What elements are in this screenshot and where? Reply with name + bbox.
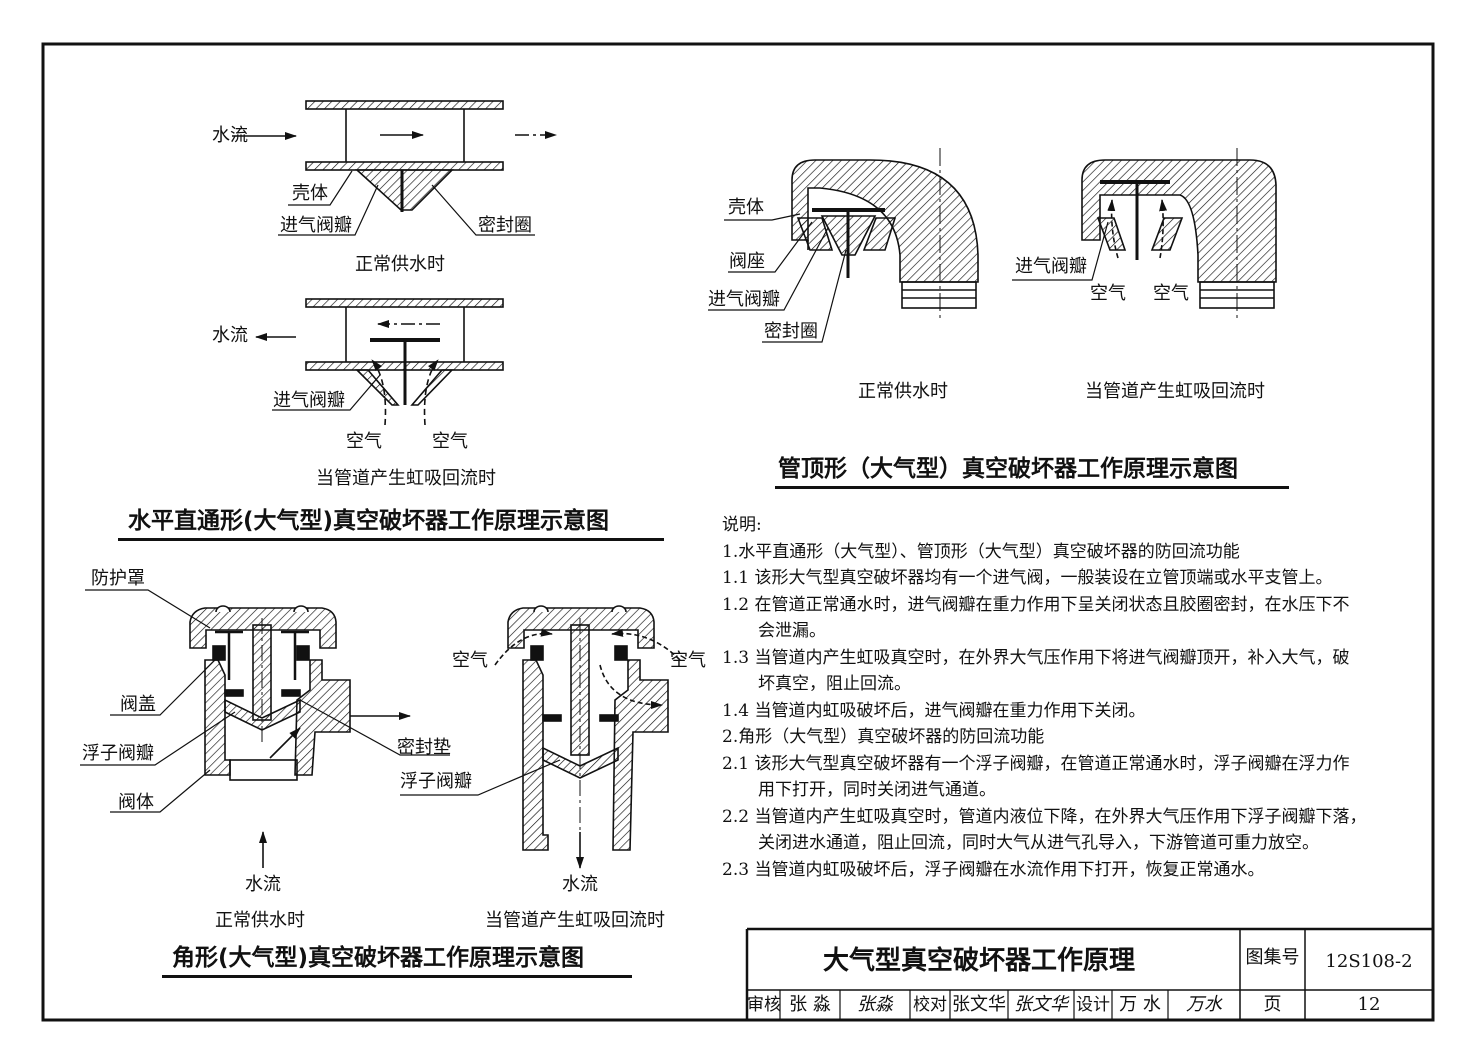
a-siphon-air-right-label: 空气 bbox=[670, 650, 706, 671]
reviewer-name: 张 淼 bbox=[789, 994, 831, 1015]
designer-name: 万 水 bbox=[1119, 994, 1161, 1015]
page-value: 12 bbox=[1357, 994, 1381, 1015]
a-normal-water-flow-label: 水流 bbox=[245, 874, 281, 895]
a-normal-bonnet-label: 阀盖 bbox=[120, 694, 156, 715]
a-siphon-air-left-label: 空气 bbox=[452, 650, 488, 671]
p-siphon-air-valve-label: 进气阀瓣 bbox=[1015, 256, 1087, 277]
note-line: 坏真空，阻止回流。 bbox=[758, 674, 911, 694]
design-label: 设计 bbox=[1076, 995, 1110, 1015]
notes-section: 说明: 1.水平直通形（大气型）、管顶形（大气型）真空破坏器的防回流功能 1.1 … bbox=[722, 512, 1417, 883]
a-normal-body-label: 阀体 bbox=[118, 792, 154, 813]
p-normal-seal-label: 密封圈 bbox=[764, 321, 818, 342]
drawing-title: 大气型真空破坏器工作原理 bbox=[823, 946, 1136, 976]
p-normal-caption: 正常供水时 bbox=[858, 381, 948, 402]
h-normal-air-valve-label: 进气阀瓣 bbox=[280, 215, 352, 236]
a-normal-float-valve-label: 浮子阀瓣 bbox=[82, 743, 154, 764]
pipe-top-title-underline bbox=[775, 486, 1289, 489]
h-normal-seal-label: 密封圈 bbox=[478, 215, 532, 236]
horizontal-siphon-diagram bbox=[255, 298, 504, 426]
page-label: 页 bbox=[1263, 994, 1282, 1015]
notes-lines: 1.水平直通形（大气型）、管顶形（大气型）真空破坏器的防回流功能 1.1 该形大气… bbox=[722, 539, 1417, 884]
p-siphon-air-right-label: 空气 bbox=[1153, 283, 1189, 304]
horizontal-diagram-title: 水平直通形(大气型)真空破坏器工作原理示意图 bbox=[128, 508, 610, 534]
notes-heading: 说明: bbox=[722, 515, 762, 535]
note-line: 用下打开，同时关闭进气通道。 bbox=[758, 780, 996, 800]
angle-diagram-title: 角形(大气型)真空破坏器工作原理示意图 bbox=[172, 945, 585, 971]
a-normal-cover-label: 防护罩 bbox=[91, 568, 145, 589]
h-siphon-caption: 当管道产生虹吸回流时 bbox=[316, 468, 496, 489]
angle-title-underline bbox=[162, 975, 632, 978]
note-line: 2.1 该形大气型真空破坏器有一个浮子阀瓣，在管道正常通水时，浮子阀瓣在浮力作 bbox=[722, 753, 1350, 774]
designer-signature: 万水 bbox=[1186, 994, 1222, 1015]
p-siphon-air-left-label: 空气 bbox=[1090, 283, 1126, 304]
pipe-top-normal-diagram bbox=[708, 148, 979, 343]
p-normal-shell-label: 壳体 bbox=[728, 197, 764, 218]
atlas-no-label: 图集号 bbox=[1245, 947, 1300, 968]
a-siphon-float-valve-label: 浮子阀瓣 bbox=[400, 771, 472, 792]
h-normal-caption: 正常供水时 bbox=[355, 254, 445, 275]
title-block bbox=[745, 927, 1433, 1020]
a-normal-caption: 正常供水时 bbox=[215, 910, 305, 931]
note-line: 会泄漏。 bbox=[758, 621, 826, 641]
note-line: 1.2 在管道正常通水时，进气阀瓣在重力作用下呈关闭状态且胶圈密封，在水压下不 bbox=[722, 594, 1350, 615]
note-line: 1.3 当管道内产生虹吸真空时，在外界大气压作用下将进气阀瓣顶开，补入大气，破 bbox=[722, 647, 1350, 668]
note-line: 2.3 当管道内虹吸破坏后，浮子阀瓣在水流作用下打开，恢复正常通水。 bbox=[722, 859, 1265, 880]
checker-name: 张文华 bbox=[952, 994, 1006, 1015]
a-siphon-caption: 当管道产生虹吸回流时 bbox=[485, 910, 665, 931]
note-line: 2.2 当管道内产生虹吸真空时，管道内液位下降，在外界大气压作用下浮子阀瓣下落， bbox=[722, 806, 1367, 827]
a-siphon-water-flow-label: 水流 bbox=[562, 874, 598, 895]
p-normal-air-valve-label: 进气阀瓣 bbox=[708, 289, 780, 310]
pipe-top-diagram-title: 管顶形（大气型）真空破坏器工作原理示意图 bbox=[778, 456, 1238, 482]
angle-siphon-diagram bbox=[400, 605, 681, 869]
check-label: 校对 bbox=[913, 995, 947, 1015]
horizontal-title-underline bbox=[118, 538, 664, 541]
h-siphon-air-right-label: 空气 bbox=[432, 431, 468, 452]
review-label: 审核 bbox=[747, 995, 781, 1015]
h-siphon-air-left-label: 空气 bbox=[346, 431, 382, 452]
note-line: 1.1 该形大气型真空破坏器均有一个进气阀，一般装设在立管顶端或水平支管上。 bbox=[722, 568, 1333, 588]
note-line: 关闭进水通道，阻止回流，同时大气从进气孔导入，下游管道可重力放空。 bbox=[758, 833, 1319, 853]
h-normal-water-flow-label: 水流 bbox=[212, 125, 248, 146]
h-siphon-water-flow-label: 水流 bbox=[212, 325, 248, 346]
h-normal-shell-label: 壳体 bbox=[292, 183, 328, 204]
note-line: 1.4 当管道内虹吸破坏后，进气阀瓣在重力作用下关闭。 bbox=[722, 700, 1146, 721]
reviewer-signature: 张淼 bbox=[857, 994, 893, 1015]
p-siphon-caption: 当管道产生虹吸回流时 bbox=[1085, 381, 1265, 402]
checker-signature: 张文华 bbox=[1014, 994, 1068, 1015]
drawing-frame bbox=[41, 42, 1435, 1022]
angle-normal-diagram bbox=[80, 589, 450, 868]
note-line: 1.水平直通形（大气型）、管顶形（大气型）真空破坏器的防回流功能 bbox=[722, 541, 1240, 562]
a-normal-gasket-label: 密封垫 bbox=[397, 737, 451, 758]
h-siphon-air-valve-label: 进气阀瓣 bbox=[273, 390, 345, 411]
note-line: 2.角形（大气型）真空破坏器的防回流功能 bbox=[722, 727, 1045, 747]
pipe-top-siphon-diagram bbox=[1012, 148, 1277, 318]
atlas-no-value: 12S108-2 bbox=[1325, 951, 1413, 972]
horizontal-normal-diagram bbox=[232, 100, 557, 236]
p-normal-valve-seat-label: 阀座 bbox=[729, 251, 765, 272]
